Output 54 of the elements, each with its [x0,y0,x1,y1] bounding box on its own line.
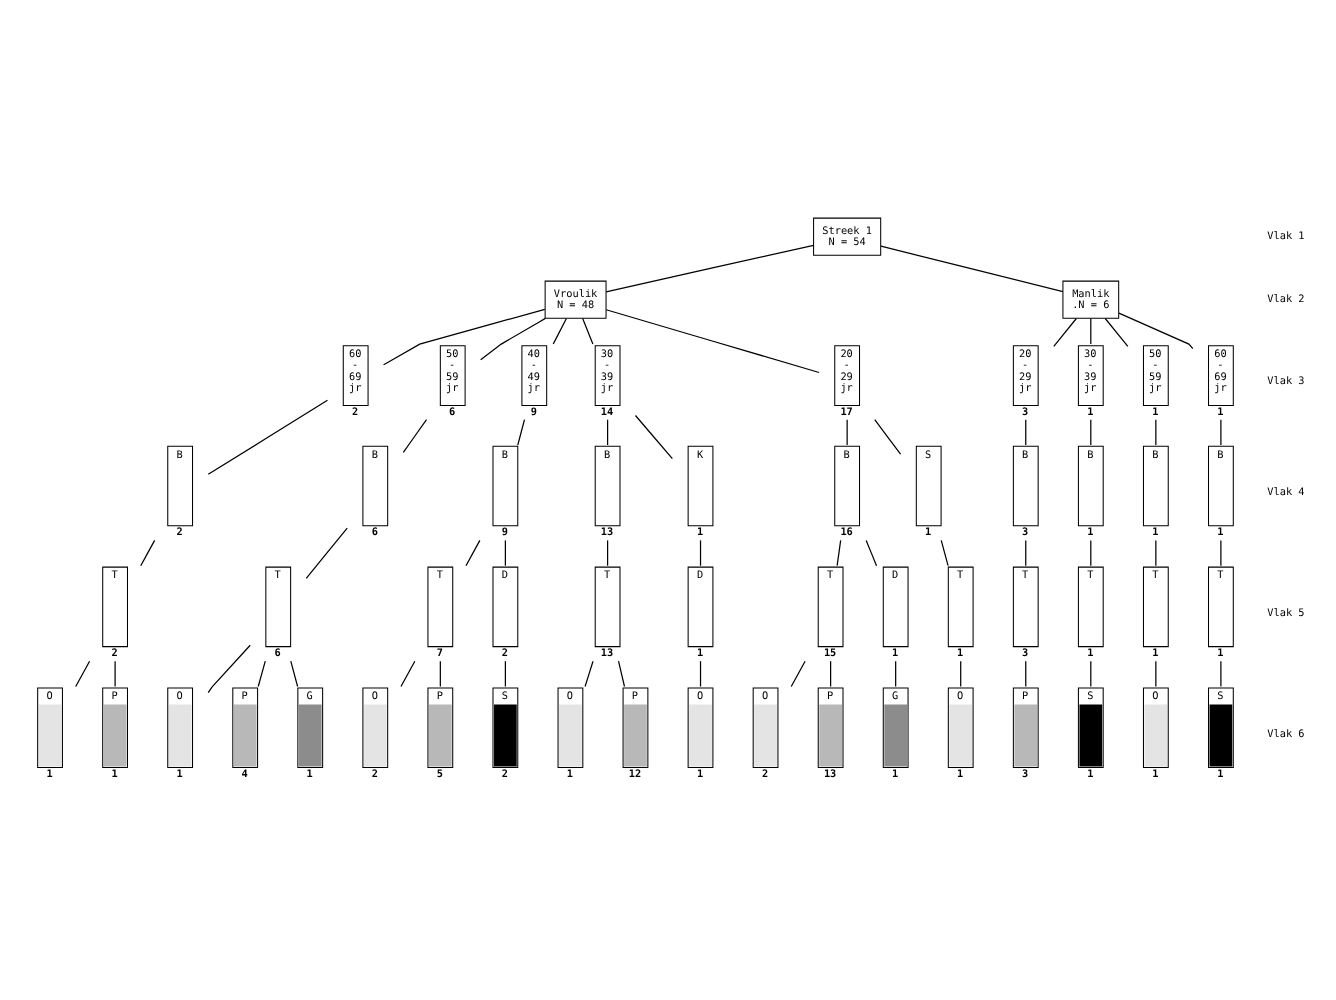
connector [607,419,609,446]
connector [1155,539,1157,567]
connector [830,660,832,688]
connector [699,539,702,567]
connector [400,660,416,688]
connector [699,660,702,688]
connector [584,660,594,688]
connector [846,419,848,446]
connector [439,660,441,688]
connector [790,660,806,688]
connector [1090,539,1092,567]
connector [504,539,506,567]
connector [402,419,428,453]
connector [1220,660,1222,688]
connector [480,317,546,361]
connector [960,660,962,688]
connector [382,308,546,366]
connector [895,660,897,688]
connector [605,309,820,374]
connector [1104,317,1129,347]
connector [290,660,299,688]
connector [207,399,329,475]
connector [75,660,91,688]
connector [114,660,116,688]
connector [836,539,842,567]
connector [1090,317,1092,345]
connector [880,245,1064,293]
connector [1025,419,1027,446]
connector [257,660,266,688]
connector [874,419,902,455]
connector [305,527,348,579]
connector [605,244,815,293]
connector [552,317,568,345]
connector [1025,539,1027,567]
connector [517,419,526,446]
connector [634,414,673,460]
connector [1090,419,1092,446]
connector [582,317,594,345]
connector [465,539,481,567]
connector [504,660,506,688]
connector [207,644,251,694]
connector [1090,660,1092,688]
connector [617,660,626,688]
connector [940,539,949,567]
connector [1155,419,1157,446]
connector [1025,660,1027,688]
connector [140,539,156,567]
connector [607,539,609,567]
connector [1220,539,1222,567]
connector [1155,660,1157,688]
connector [1220,419,1222,446]
connector [865,539,878,567]
connector [1053,317,1077,347]
connector [1118,312,1194,350]
